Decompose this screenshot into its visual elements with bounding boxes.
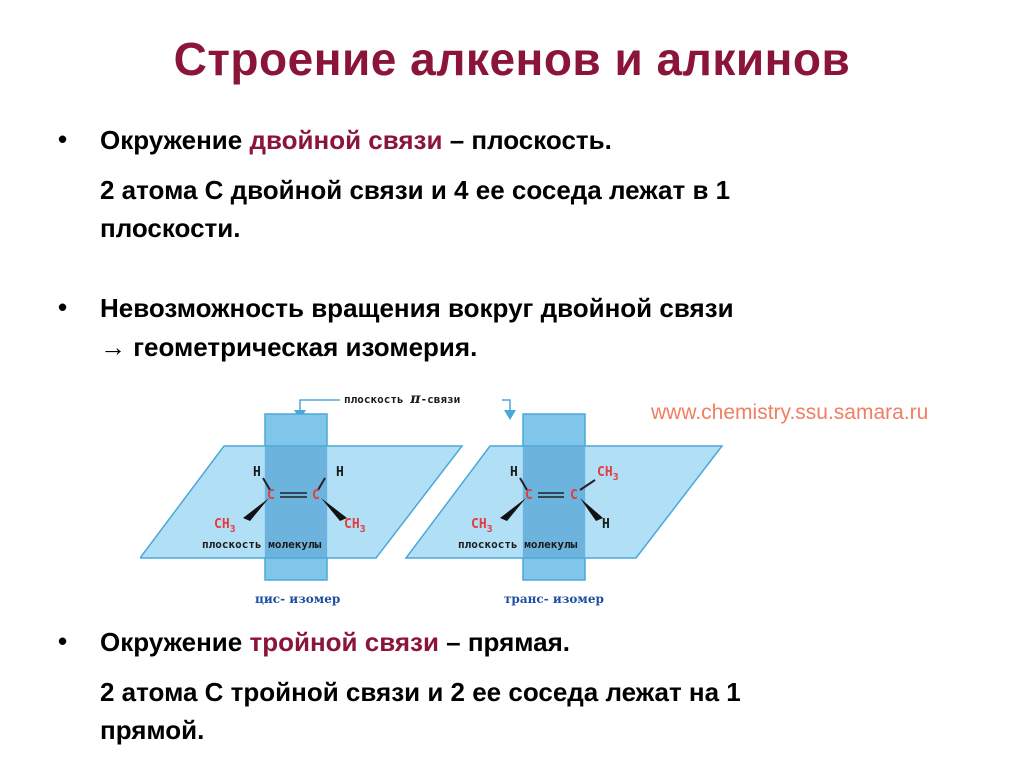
plane-intersection (523, 446, 585, 558)
molecule-plane-label: плоскость молекулы (458, 538, 578, 551)
cis-caption: цис- изомер (255, 592, 340, 606)
wedge-bond (321, 498, 347, 521)
source-link[interactable]: www.chemistry.ssu.samara.ru (651, 401, 929, 424)
methyl-group: CH3 (597, 465, 619, 483)
atom-h: H (253, 465, 261, 480)
bullet-marker: • (58, 626, 68, 656)
methyl-group: CH3 (471, 517, 493, 535)
bullet-1-line-2: 2 атома С двойной связи и 4 ее соседа ле… (100, 175, 731, 205)
bullet-2-line-1: Невозможность вращения вокруг двойной св… (100, 293, 734, 323)
molecule-plane-label: плоскость молекулы (202, 538, 322, 551)
atom-h: H (336, 465, 344, 480)
bullet-3-line-2: 2 атома С тройной связи и 2 ее соседа ле… (100, 677, 741, 707)
wedge-bond (580, 498, 603, 521)
bullet-1-suffix: – плоскость. (442, 125, 612, 155)
atom-c: C (570, 488, 578, 503)
bullet-1-line-1: Окружение двойной связи – плоскость. (100, 124, 612, 156)
bullet-marker: • (58, 124, 68, 154)
atom-h: H (510, 465, 518, 480)
wedge-bond (500, 498, 526, 521)
bullet-3-text: Окружение (100, 627, 250, 657)
bullet-3-line-1: Окружение тройной связи – прямая. (100, 626, 570, 658)
methyl-group: CH3 (344, 517, 366, 535)
plane-intersection (265, 446, 327, 558)
bullet-3-suffix: – прямая. (438, 627, 571, 657)
atom-c: C (312, 488, 320, 503)
methyl-group: CH3 (214, 517, 236, 535)
bullet-1-accent: двойной связи (249, 125, 443, 155)
bullet-1-text: Окружение (100, 125, 250, 155)
arrow-icon: → (100, 332, 126, 362)
atom-c: C (525, 488, 533, 503)
bullet-3-line-3: прямой. (100, 715, 205, 745)
slide-title: Строение алкенов и алкинов (173, 33, 851, 85)
pi-plane-label: плоскость π-связи (344, 391, 460, 407)
bullet-3-accent: тройной связи (249, 627, 439, 657)
atom-c: C (267, 488, 275, 503)
bullet-2-text: геометрическая изомерия. (126, 332, 478, 362)
trans-isomer: плоскость молекулы H CH3 C C CH3 H транс… (404, 413, 724, 606)
bullet-2-line-2: → геометрическая изомерия. (100, 331, 477, 363)
cis-isomer: плоскость молекулы H H C C CH3 CH3 цис- … (140, 413, 464, 606)
arrow-head-right (504, 410, 516, 420)
wedge-bond (243, 498, 269, 521)
geometric-isomerism-diagram: плоскость π-связи плоскость молекулы H H… (140, 389, 724, 606)
bullet-1-line-3: плоскости. (100, 213, 241, 243)
trans-caption: транс- изомер (504, 592, 604, 606)
atom-h: H (602, 517, 610, 532)
bullet-marker: • (58, 292, 68, 322)
